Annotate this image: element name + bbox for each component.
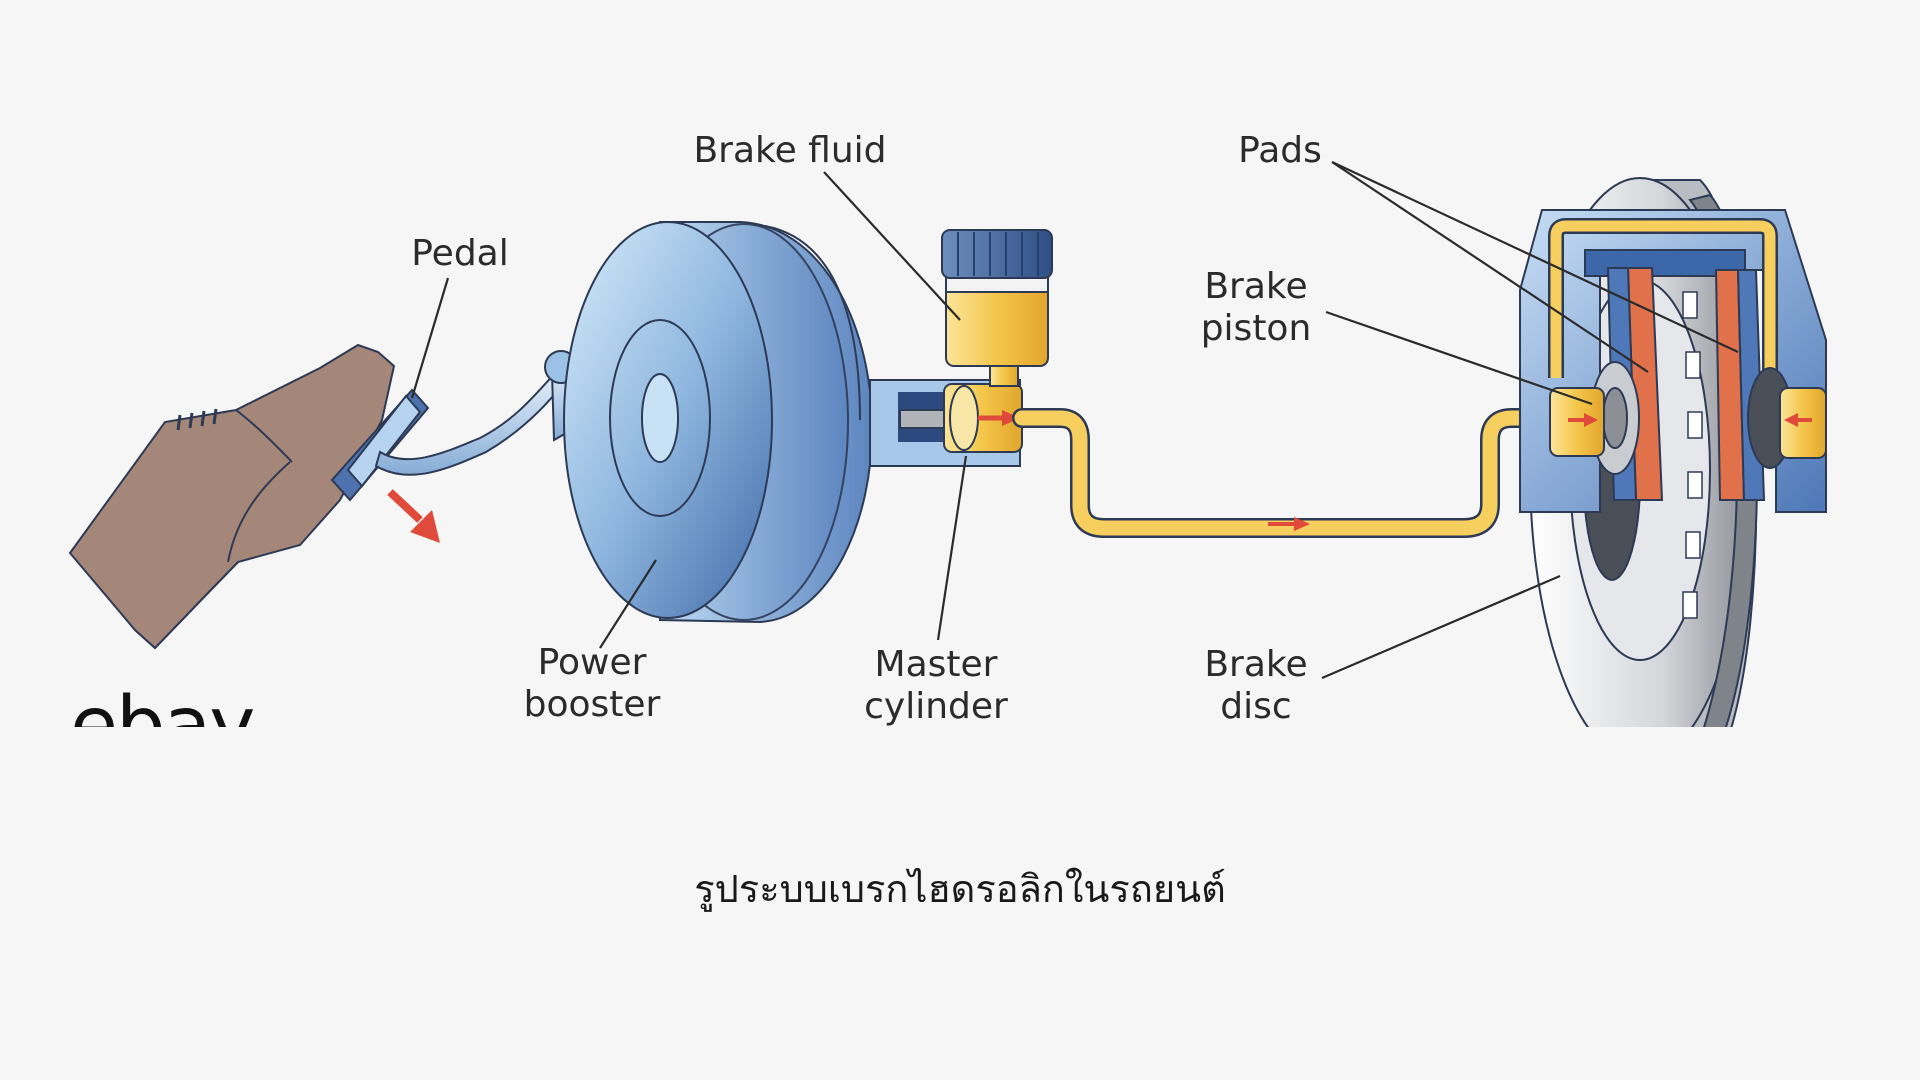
label-brake-disc-line2: disc [1220, 686, 1291, 727]
leader-disc [1321, 574, 1561, 680]
label-brake-piston-line1: Brake [1204, 266, 1307, 307]
leader-brake-fluid [823, 171, 961, 321]
label-master-cylinder-line2: cylinder [864, 686, 1008, 727]
pedal-push-arrow [387, 489, 440, 543]
leader-booster [599, 559, 657, 649]
watermark-logo: ebay [70, 681, 253, 730]
shoe-laces [176, 408, 218, 431]
label-brake-fluid: Brake fluid [693, 130, 886, 171]
label-pads: Pads [1238, 130, 1322, 171]
hydraulic-brake-diagram: Pedal Brake fluid Pads Brake piston Powe… [68, 130, 1827, 730]
label-brake-disc-line1: Brake [1204, 644, 1307, 685]
leader-pedal [410, 277, 450, 399]
brake-fluid-reservoir [941, 229, 1053, 387]
leader-pads-2 [1331, 161, 1739, 353]
label-brake-piston-line2: piston [1201, 308, 1312, 349]
leader-master [936, 455, 968, 641]
master-cylinder [869, 379, 1023, 467]
brake-piston [1549, 361, 1827, 475]
diagram-caption: รูประบบเบรกไฮดรอลิกในรถยนต์ [694, 867, 1226, 911]
label-power-booster-line1: Power [538, 642, 647, 683]
leader-piston [1325, 310, 1593, 406]
leader-pads-1 [1331, 161, 1649, 373]
diagram-labels: Pedal Brake fluid Pads Brake piston Powe… [411, 130, 1322, 727]
leader-lines [410, 161, 1739, 680]
power-booster [563, 221, 874, 624]
label-master-cylinder-line1: Master [875, 644, 998, 685]
brake-line [1012, 408, 1580, 538]
label-power-booster-line2: booster [524, 684, 661, 725]
shoe [68, 343, 396, 650]
disc-vents [1682, 291, 1703, 619]
label-pedal: Pedal [411, 233, 509, 274]
